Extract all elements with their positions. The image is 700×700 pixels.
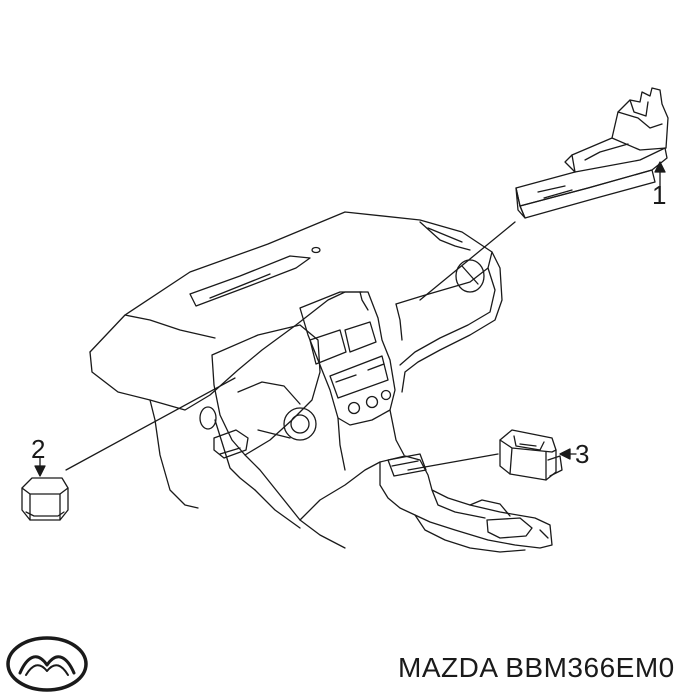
arrow-3-icon [559,448,571,460]
leader-line-to-button [65,377,236,471]
leader-line-to-socket [407,453,499,471]
callout-1: 1 [652,180,667,210]
dashboard-assembly [89,211,553,553]
callout-3: 3 [575,439,590,469]
arrow-1-icon [654,161,666,173]
arrow-2-icon [34,465,46,477]
leader-line-to-module [419,221,516,301]
part-label: MAZDA BBM366EM0 [398,652,675,684]
button-part-2 [21,477,69,521]
socket-part-3 [499,429,563,481]
module-part-1 [515,87,669,219]
mazda-logo-icon [6,636,88,692]
part-number: BBM366EM0 [505,652,675,683]
callout-2: 2 [31,434,46,464]
brand-name: MAZDA [398,652,497,683]
